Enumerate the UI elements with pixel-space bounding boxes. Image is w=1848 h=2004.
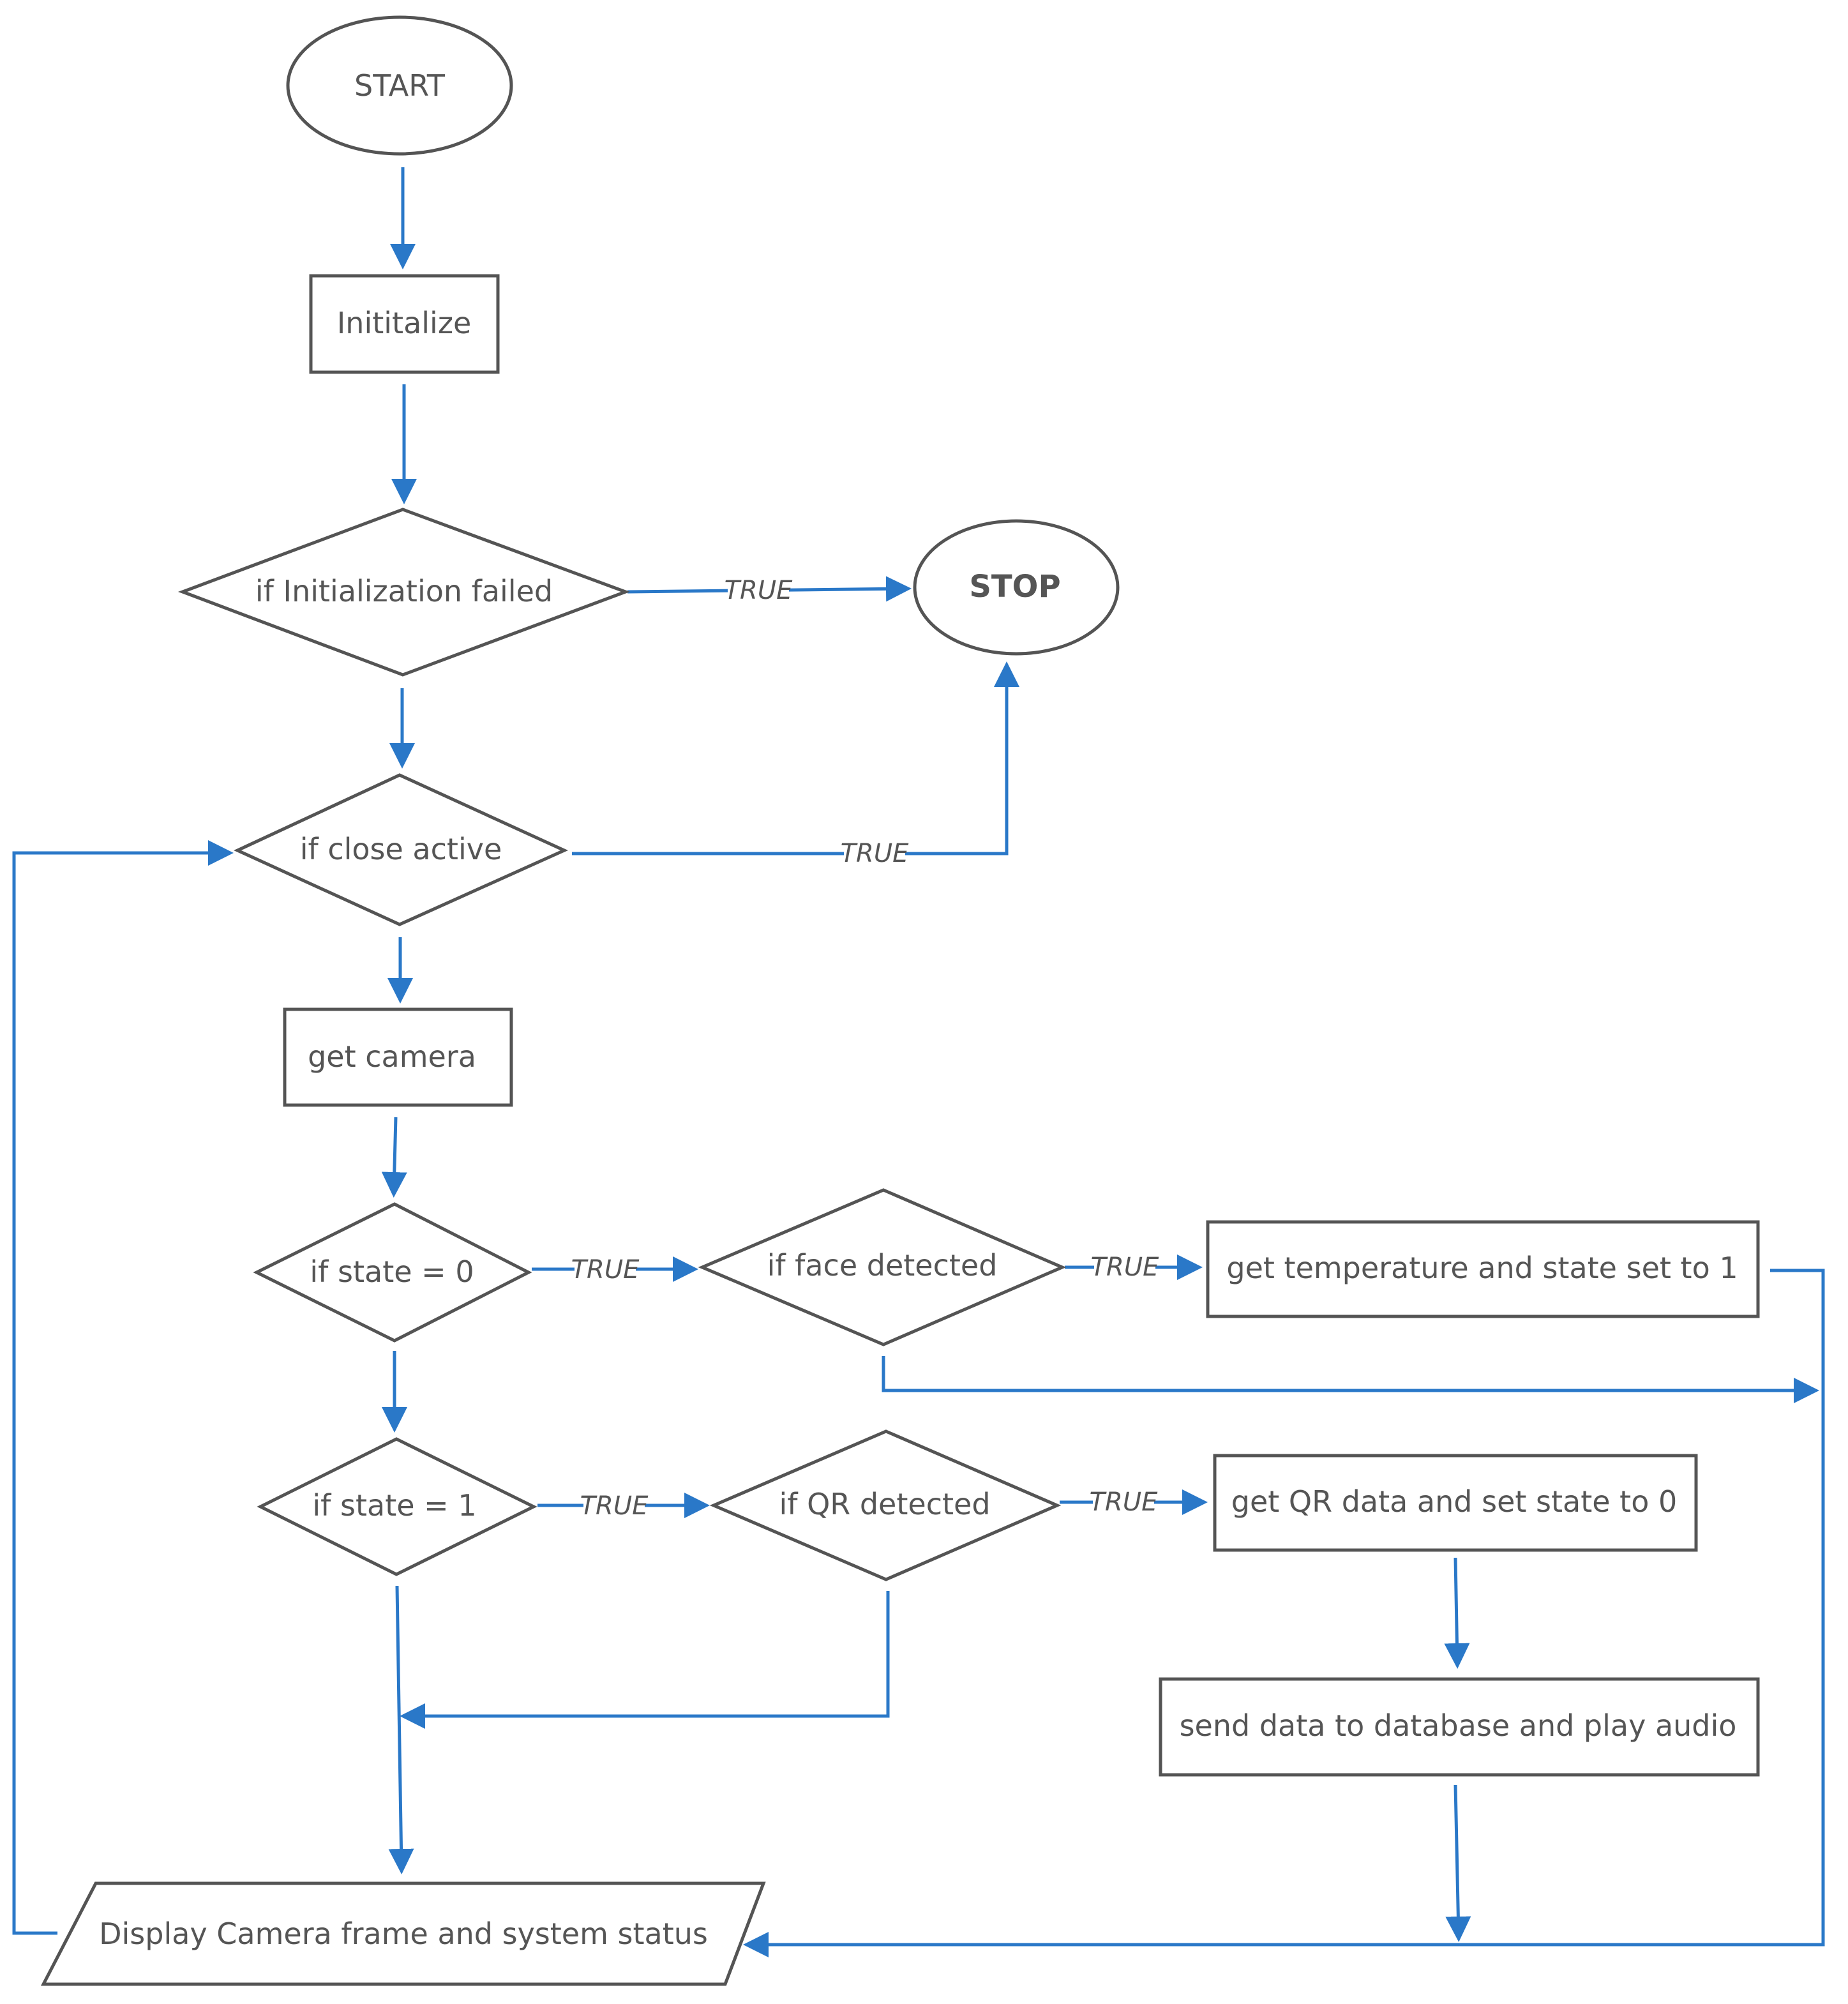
initialize-node: Inititalize	[309, 274, 500, 374]
svg-text:TRUE: TRUE	[725, 576, 793, 605]
edge-label-init-failed-true: TRUE	[725, 573, 793, 605]
send-data-node: send data to database and play audio	[1159, 1677, 1760, 1777]
edge-get-temp-to-display	[743, 1269, 1825, 1957]
state0-decision: if state = 0	[253, 1202, 532, 1343]
svg-text:if Initialization failed: if Initialization failed	[255, 574, 553, 608]
svg-text:TRUE: TRUE	[1090, 1488, 1159, 1517]
edge-labels: TRUE TRUE TRUE TRUE TRUE TRUE	[571, 573, 1160, 1521]
face-detected-decision: if face detected	[698, 1188, 1067, 1346]
svg-text:TRUE: TRUE	[841, 839, 910, 868]
svg-text:TRUE: TRUE	[580, 1491, 649, 1521]
edge-display-to-close-active	[12, 840, 234, 1935]
edge-label-state0-true: TRUE	[571, 1254, 640, 1285]
svg-text:if QR detected: if QR detected	[779, 1487, 990, 1521]
svg-text:Display Camera frame and syste: Display Camera frame and system status	[99, 1917, 708, 1951]
edge-state1-to-display	[388, 1585, 414, 1874]
svg-text:START: START	[354, 68, 446, 103]
edge-label-close-active-true: TRUE	[841, 838, 910, 868]
edge-qr-to-merge	[400, 1591, 890, 1729]
svg-text:get QR data and set state to 0: get QR data and set state to 0	[1231, 1484, 1678, 1519]
edge-label-face-true: TRUE	[1091, 1251, 1160, 1282]
stop-node: STOP	[913, 519, 1120, 656]
svg-text:get temperature and state set: get temperature and state set to 1	[1226, 1251, 1738, 1285]
svg-text:Inititalize: Inititalize	[337, 306, 472, 340]
edge-close-active-to-stop	[572, 661, 1019, 855]
get-camera-node: get camera	[283, 1007, 513, 1107]
state1-decision: if state = 1	[257, 1437, 537, 1576]
svg-text:if close active: if close active	[300, 832, 502, 866]
start-node: START	[286, 15, 513, 156]
get-temperature-node: get temperature and state set to 1	[1206, 1220, 1760, 1318]
svg-text:TRUE: TRUE	[571, 1255, 640, 1285]
svg-text:if state = 1: if state = 1	[312, 1488, 476, 1523]
edge-label-qr-true: TRUE	[1090, 1486, 1159, 1517]
svg-text:STOP: STOP	[969, 569, 1060, 605]
edge-face-to-right-rail	[882, 1356, 1819, 1403]
close-active-decision: if close active	[234, 773, 569, 926]
nodes: START Inititalize if Initialization fail…	[40, 15, 1760, 1986]
svg-text:if state = 0: if state = 0	[310, 1254, 474, 1289]
svg-text:if face detected: if face detected	[767, 1248, 998, 1283]
svg-text:TRUE: TRUE	[1091, 1253, 1160, 1282]
edge-get-qr-to-send	[1444, 1557, 1470, 1669]
edge-label-state1-true: TRUE	[580, 1490, 649, 1521]
get-qr-data-node: get QR data and set state to 0	[1213, 1454, 1698, 1552]
svg-text:send data to database and play: send data to database and play audio	[1180, 1708, 1737, 1743]
svg-text:get camera: get camera	[308, 1039, 476, 1074]
edge-get-camera-to-state0	[381, 1117, 407, 1198]
display-node: Display Camera frame and system status	[40, 1881, 766, 1986]
qr-detected-decision: if QR detected	[709, 1429, 1062, 1581]
edge-send-to-display	[1445, 1784, 1471, 1942]
init-failed-decision: if Initialization failed	[177, 508, 631, 677]
